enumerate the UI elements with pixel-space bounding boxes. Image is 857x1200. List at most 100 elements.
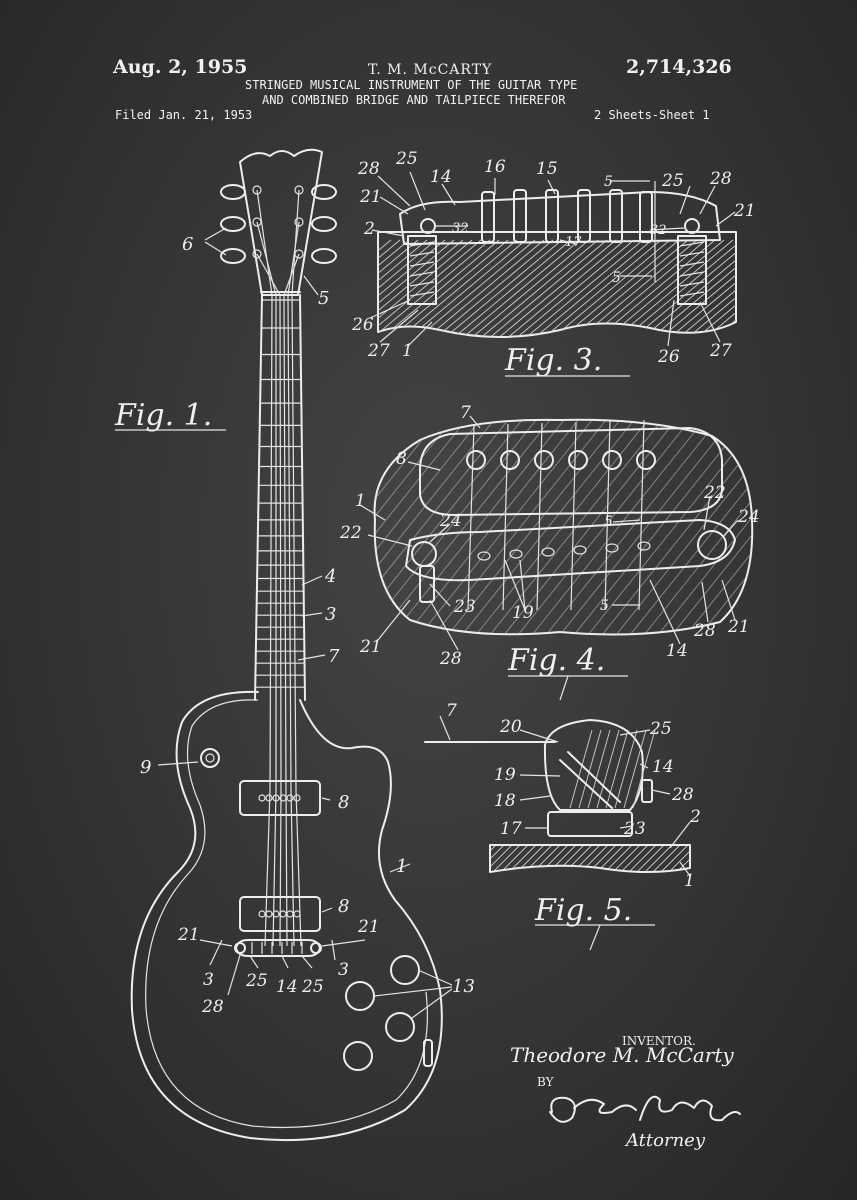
fig4-leaders (359, 415, 739, 651)
fig5-numeral: 28 (671, 785, 694, 805)
headstock (239, 148, 323, 296)
attorney-label: Attorney (624, 1130, 706, 1151)
tuner-pegs (220, 184, 337, 264)
fig5-numeral: 19 (494, 765, 516, 785)
fig1-numeral: 6 (182, 234, 193, 255)
fig5-side-screw (641, 779, 653, 803)
fig1-numeral: 3 (338, 960, 349, 980)
fig5-numeral: 18 (494, 791, 516, 811)
fig4-strings (467, 419, 645, 611)
fig3-numeral: 21 (733, 201, 756, 221)
fig1-label: Fig. 1. (114, 398, 212, 433)
fig3-numeral: 32 (650, 223, 667, 238)
fig4-bridge (405, 519, 736, 603)
fig1-guitar: 6 5 4 3 7 9 8 1 8 21 21 3 3 25 14 25 28 … (114, 148, 475, 1142)
fig5-saddle-detail: 7 20 25 14 19 18 28 17 23 2 1 Fig. 5. (424, 701, 701, 951)
fig5-label-tail (589, 924, 601, 951)
fig4-body-outline (373, 418, 754, 636)
fig4-numeral: 19 (512, 603, 534, 623)
fig1-numeral: 8 (338, 896, 349, 917)
patent-title-line1: STRINGED MUSICAL INSTRUMENT OF THE GUITA… (245, 78, 578, 92)
control-knobs (343, 955, 420, 1071)
fig4-numeral: 1 (355, 491, 366, 511)
bridge-tailpiece (234, 939, 322, 957)
fig1-numeral: 25 (245, 971, 268, 991)
guitar-body (130, 690, 443, 1142)
fig4-label-tail (559, 675, 569, 701)
fig1-numeral: 25 (301, 977, 324, 997)
fig1-numeral: 13 (452, 976, 475, 997)
fig5-label: Fig. 5. (534, 893, 632, 928)
fig3-numeral: 21 (359, 187, 382, 207)
fig1-numeral: 8 (338, 792, 349, 813)
fig5-saddle-body (543, 719, 644, 811)
fig1-numeral: 28 (201, 997, 224, 1017)
signature-block: INVENTOR. Theodore M. McCarty BY Attorne… (510, 1034, 741, 1151)
fig5-numeral: 1 (684, 871, 695, 891)
output-jack (423, 1039, 433, 1067)
fig1-numeral: 21 (357, 917, 380, 937)
inventor-label: INVENTOR. (622, 1034, 696, 1048)
fig5-numeral: 17 (500, 819, 522, 839)
fig1-numeral: 14 (276, 977, 298, 997)
fig3-hatching (378, 239, 736, 337)
by-label: BY (537, 1075, 555, 1089)
fig5-leaders (439, 715, 691, 877)
patent-number: 2,714,326 (626, 56, 732, 78)
fig4-numeral: 24 (737, 507, 760, 527)
fig1-numeral: 3 (203, 970, 214, 990)
fig3-numeral: 1 (402, 341, 413, 361)
fig4-numeral: 21 (359, 637, 382, 657)
fig4-label: Fig. 4. (507, 643, 605, 678)
fig3-numeral: 15 (536, 159, 558, 179)
fig4-numeral: 5 (604, 514, 613, 530)
neck-pickup (239, 780, 321, 816)
fig3-numeral: 14 (430, 167, 452, 187)
fig3-numeral: 2 (363, 219, 375, 239)
fig4-numeral: 21 (727, 617, 750, 637)
fig4-numeral: 28 (693, 621, 716, 641)
fig3-numeral: 28 (357, 159, 380, 179)
fig4-numeral: 28 (439, 649, 462, 669)
patent-date: Aug. 2, 1955 (113, 56, 248, 78)
string-converge (256, 189, 300, 296)
inventor-signature: Theodore M. McCarty (510, 1043, 734, 1067)
fig1-numeral: 5 (318, 288, 329, 309)
fig3-numeral: 25 (395, 149, 418, 169)
fig1-numeral: 21 (177, 925, 200, 945)
fig3-leaders (369, 171, 736, 347)
fig3-numeral: 32 (452, 221, 469, 236)
fig4-numeral: 23 (453, 597, 476, 617)
fig3-numeral: 17 (565, 235, 582, 250)
fig5-body-surface (489, 844, 691, 873)
fig5-numeral: 20 (499, 717, 522, 737)
fig3-screws (420, 218, 700, 234)
fig3-numeral: 25 (661, 171, 684, 191)
body-binding (145, 699, 428, 1129)
fig4-pickup (419, 427, 723, 516)
selector-switch (200, 748, 220, 768)
fig3-numeral: 5 (604, 174, 613, 190)
fig4-numerals: 7 8 1 22 24 22 24 5 23 19 5 21 28 14 28 … (339, 403, 760, 669)
fig1-numeral: 7 (328, 646, 340, 667)
fig4-numeral: 8 (396, 449, 407, 469)
fig5-numerals: 7 20 25 14 19 18 28 17 23 2 1 (446, 701, 701, 891)
fig3-stud-left (407, 235, 437, 305)
fig1-leaders (157, 227, 453, 1019)
fig5-numeral: 14 (652, 757, 674, 777)
fig1-numerals: 6 5 4 3 7 9 8 1 8 21 21 3 3 25 14 25 28 … (140, 234, 475, 1017)
body-strings (264, 789, 302, 947)
fig3-body-outline (377, 231, 737, 338)
fig4-numeral: 5 (600, 598, 609, 614)
fig3-numeral: 5 (612, 270, 621, 286)
fig5-numeral: 23 (623, 819, 646, 839)
fig3-label: Fig. 3. (504, 343, 602, 378)
neck (254, 294, 306, 791)
fig5-numeral: 2 (689, 807, 701, 827)
filed-date: Filed Jan. 21, 1953 (115, 108, 253, 122)
fig3-numeral: 27 (367, 341, 390, 361)
inventor-header: T. M. McCARTY (368, 62, 493, 78)
fig4-numeral: 14 (666, 641, 688, 661)
fig3-bridge-section: 28 25 14 16 15 5 25 28 21 2 32 17 32 21 … (351, 149, 756, 378)
